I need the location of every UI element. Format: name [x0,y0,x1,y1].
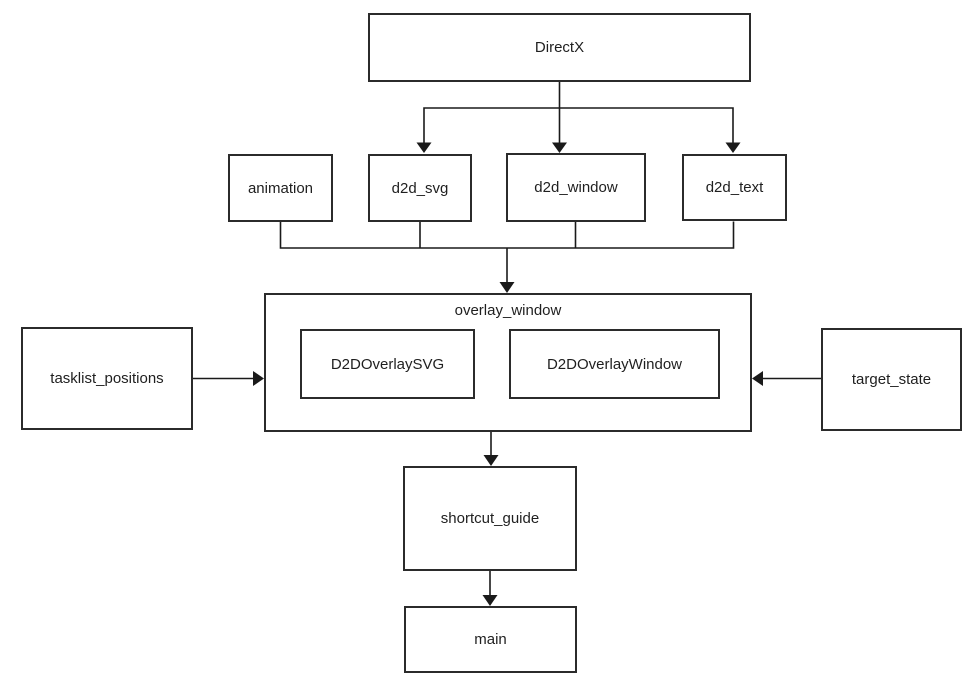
node-animation-label: animation [247,179,314,197]
node-d2d-overlay-svg-label: D2DOverlaySVG [330,355,445,373]
arrowhead-target-state-to-overlay [752,371,763,386]
edge-merge-bus-line [279,221,735,249]
node-shortcut-guide-label: shortcut_guide [440,510,540,527]
node-directx: DirectX [368,13,751,82]
node-d2d-overlay-window-label: D2DOverlayWindow [546,355,683,373]
node-d2d-text-label: d2d_text [705,179,764,196]
arrowhead-to-shortcut-guide [483,455,499,466]
node-d2d-window-label: d2d_window [534,179,618,196]
node-d2d-window: d2d_window [506,153,646,222]
node-d2d-text: d2d_text [682,154,787,221]
node-overlay-window: overlay_window D2DOverlaySVG D2DOverlayW… [264,293,752,432]
node-target-state-label: target_state [851,371,932,388]
arrowhead-to-d2d-svg [416,142,432,153]
arrowhead-to-d2d-window [552,142,567,153]
node-d2d-svg: d2d_svg [368,154,472,222]
edge-directx-branch-line [423,107,734,143]
node-shortcut-guide: shortcut_guide [403,466,577,571]
node-overlay-window-label: overlay_window [454,302,562,319]
node-tasklist-positions: tasklist_positions [21,327,193,430]
node-d2d-overlay-svg: D2DOverlaySVG [300,329,475,399]
node-directx-label: DirectX [534,39,585,56]
arrowhead-to-overlay-window [499,282,515,293]
arrowhead-tasklist-to-overlay [253,371,264,386]
arrowhead-to-main [482,595,498,606]
node-animation: animation [228,154,333,222]
node-tasklist-positions-label: tasklist_positions [50,370,164,387]
arrowhead-to-d2d-text [725,142,741,153]
node-target-state: target_state [821,328,962,431]
node-d2d-svg-label: d2d_svg [391,179,449,197]
node-d2d-overlay-window: D2DOverlayWindow [509,329,720,399]
node-main: main [404,606,577,673]
node-main-label: main [474,631,507,648]
